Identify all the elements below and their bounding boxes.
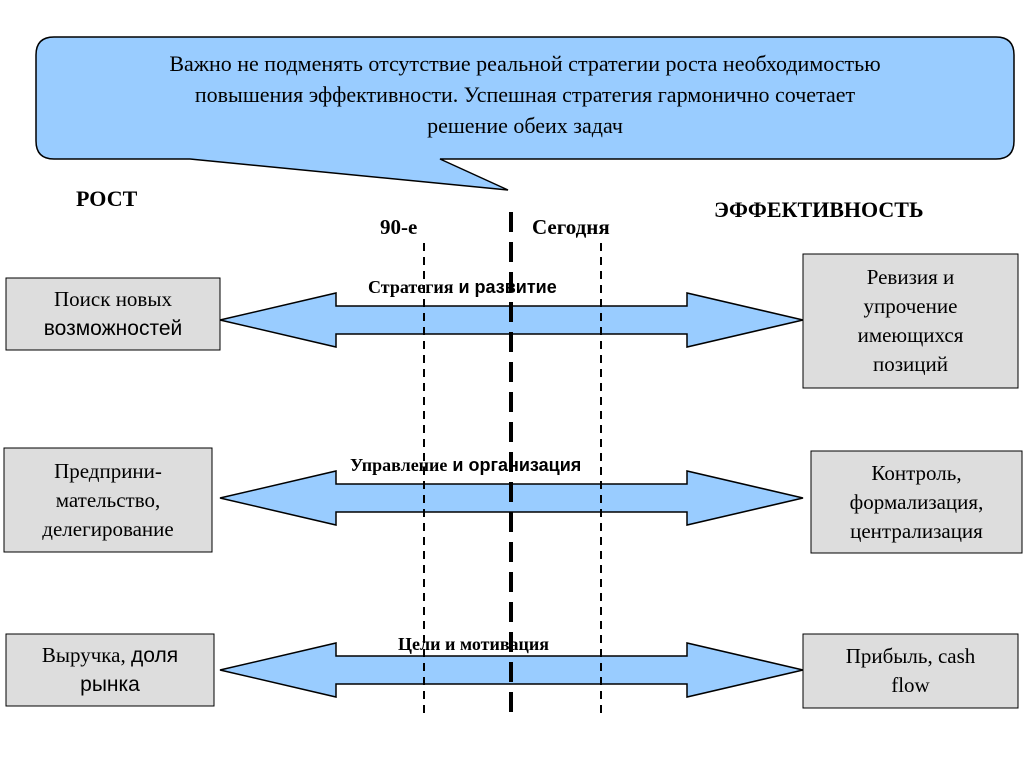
callout-bubble: [35, 36, 1015, 191]
box-profit-text: Прибыль, cash flow: [803, 634, 1018, 708]
era-90s-label: 90-е: [380, 215, 418, 239]
box-entrepreneurship-line-2: мательство,: [55, 487, 161, 512]
era-today-label: Сегодня: [532, 215, 610, 239]
box-new-opportunities: [5, 277, 221, 351]
box-control-line-1: Контроль,: [871, 460, 962, 485]
box-control-text: Контроль, формализация, централизация: [811, 451, 1022, 553]
box-revenue: [5, 633, 215, 707]
box-revenue-line-1-sans: доля: [131, 644, 179, 667]
box-revenue-line-1: Выручка, доля: [42, 641, 178, 670]
callout-line-1: Важно не подменять отсутствие реальной с…: [169, 51, 881, 76]
callout-line-2: повышения эффективности. Успешная страте…: [194, 82, 856, 107]
box-revision-text: Ревизия и упрочение имеющихся позиций: [803, 254, 1018, 388]
box-control-line-2: формализация,: [849, 489, 984, 514]
callout-text: Важно не подменять отсутствие реальной с…: [40, 48, 1010, 141]
box-revision-line-2: упрочение: [863, 294, 958, 318]
box-control: [810, 450, 1023, 554]
box-new-opportunities-text: Поиск новых возможностей: [6, 278, 220, 350]
box-revision-line-4: позиций: [872, 352, 948, 376]
arrow-label-management-serif: Управление: [350, 455, 448, 475]
box-control-line-3: централизация: [850, 518, 983, 543]
arrow-label-management: Управление и организация: [350, 455, 581, 476]
box-revenue-text: Выручка, доля рынка: [6, 634, 214, 706]
arrow-label-goals: Цели и мотивация: [398, 634, 550, 654]
arrow-label-management-sans: и организация: [447, 455, 582, 475]
box-revenue-line-2: рынка: [80, 673, 140, 696]
callout-line-3: решение обеих задач: [427, 113, 623, 138]
box-entrepreneurship-line-3: делегирование: [42, 516, 174, 541]
box-revision-line-3: имеющихся: [857, 323, 964, 347]
box-revision: [802, 253, 1019, 389]
arrow-label-strategy: Стратегия и развитие: [368, 277, 557, 298]
box-entrepreneurship-text: Предприни- мательство, делегирование: [4, 448, 212, 552]
box-revenue-line-1-serif: Выручка,: [41, 643, 131, 667]
arrow-label-strategy-serif: Стратегия: [368, 277, 454, 297]
box-new-opportunities-line-2: возможностей: [43, 317, 183, 340]
box-entrepreneurship: [3, 447, 213, 553]
box-entrepreneurship-line-1: Предприни-: [54, 458, 162, 483]
box-profit-line-1: Прибыль, cash: [845, 644, 976, 668]
box-profit-line-2: flow: [891, 673, 930, 697]
arrow-label-strategy-sans: и развитие: [453, 277, 557, 297]
box-revision-line-1: Ревизия и: [866, 265, 955, 289]
heading-growth: РОСТ: [76, 186, 138, 211]
heading-efficiency: ЭФФЕКТИВНОСТЬ: [714, 197, 924, 222]
box-profit: [802, 633, 1019, 709]
box-new-opportunities-line-1: Поиск новых: [54, 287, 172, 311]
